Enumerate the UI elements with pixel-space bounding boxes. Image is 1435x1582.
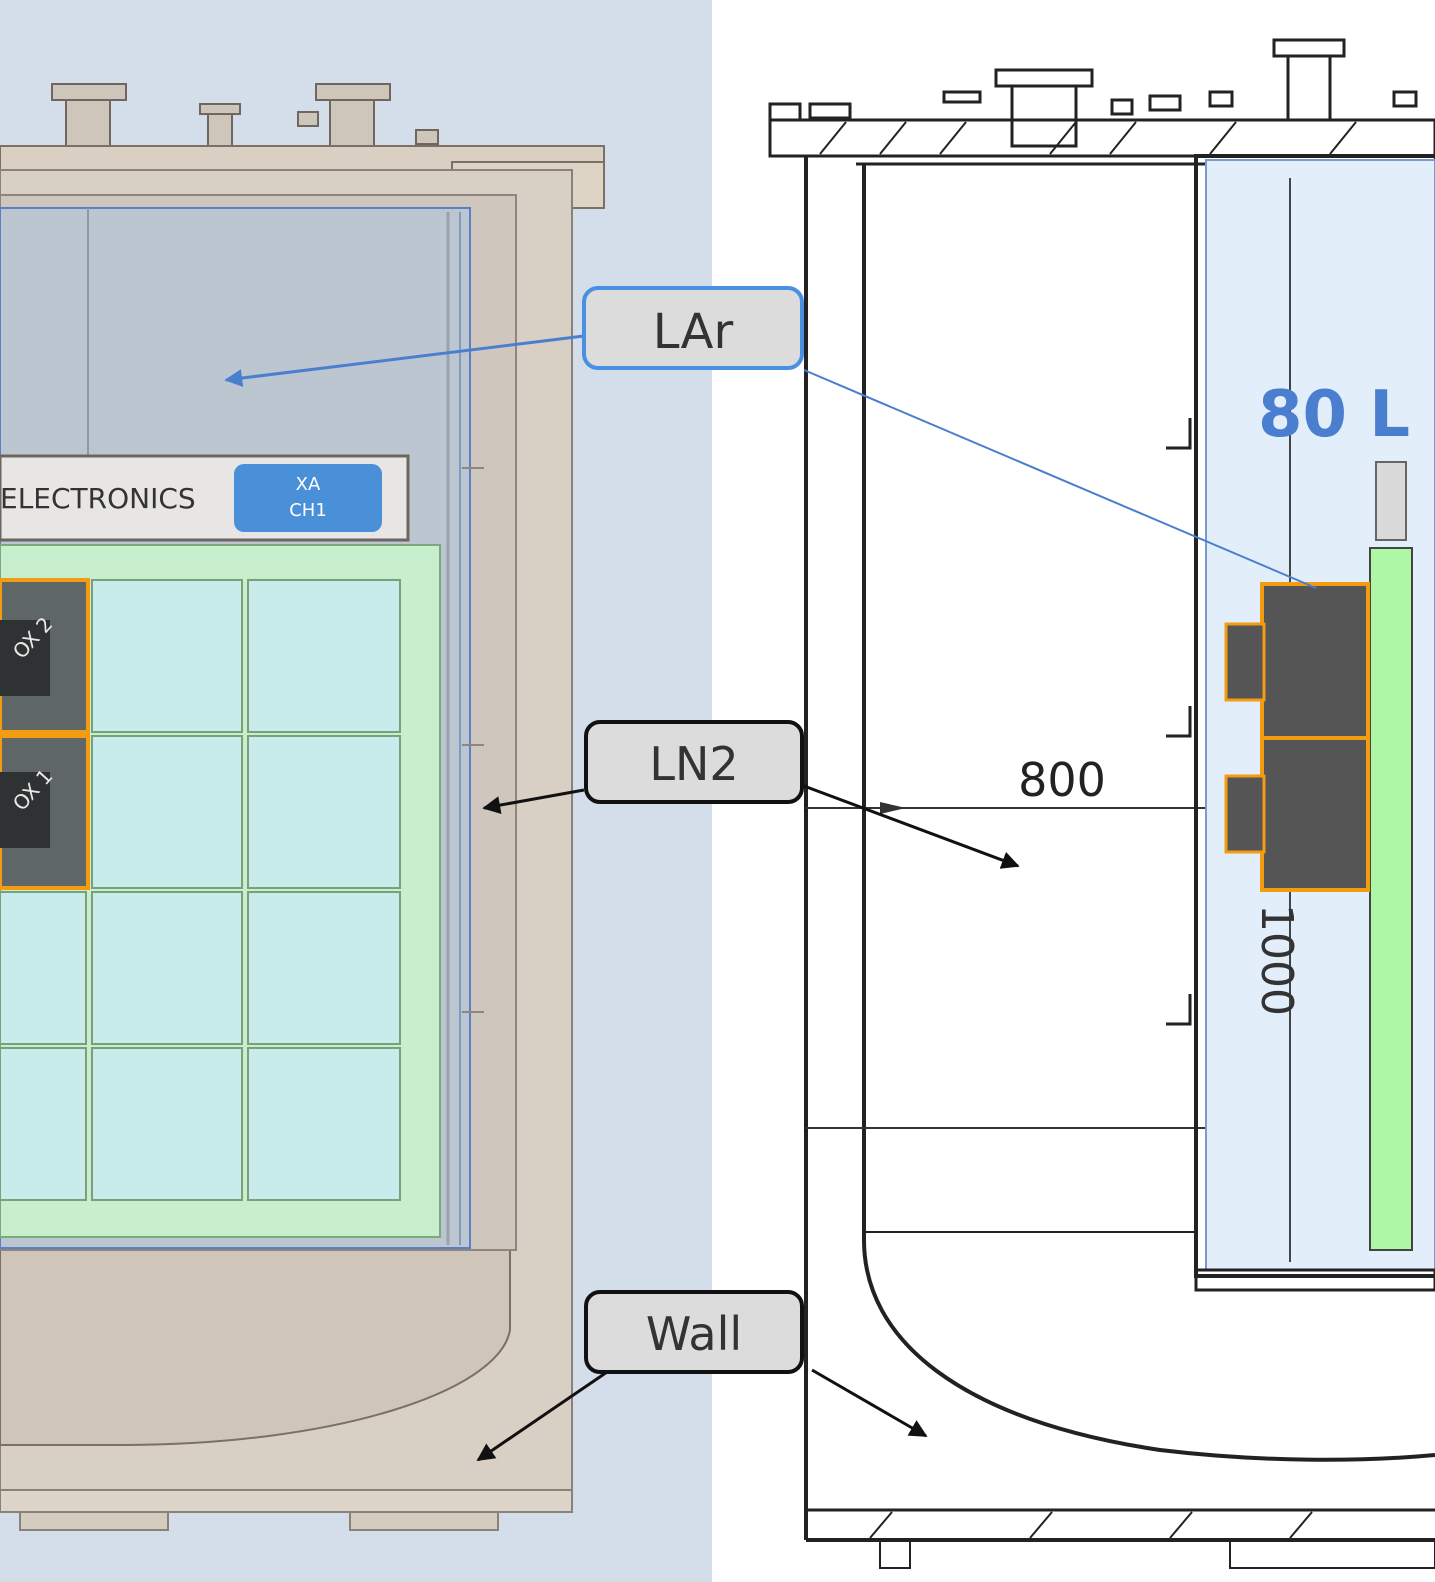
hatch-bottom (869, 1511, 1313, 1539)
top-flanges (51, 83, 605, 159)
ln2-arrow-left (482, 788, 585, 814)
wall-arrow-left (476, 1368, 611, 1462)
lar-line-right (803, 369, 1317, 589)
callout-lar: LAr (582, 286, 804, 370)
volume-label: 80 L (1258, 378, 1410, 452)
ch1-label: CH1 (289, 500, 327, 521)
callout-wall-label: Wall (646, 1307, 742, 1361)
brackets (1166, 418, 1192, 1026)
callout-lar-label: LAr (653, 304, 734, 360)
foot-left (19, 1511, 169, 1531)
hatch-top (819, 121, 1357, 155)
right-module-lower (1260, 736, 1370, 892)
inner-vessel-wall (862, 164, 1435, 1462)
module-lower-inner (0, 772, 50, 848)
callout-ln2-label: LN2 (649, 737, 738, 791)
green-bar (1369, 547, 1413, 1251)
inner-vessel-bottom (0, 1244, 511, 1446)
ln2-arrow-right (803, 784, 1020, 869)
right-module-upper (1260, 582, 1370, 740)
left-panel: ELECTRONICS XA CH1 OX 2 OX 1 (0, 0, 712, 1582)
electronics-label: ELECTRONICS (0, 482, 196, 515)
side-ticks (462, 467, 484, 1013)
callout-wall: Wall (584, 1290, 804, 1374)
grey-block (1375, 461, 1407, 541)
height-dimension-label: 1000 (1251, 904, 1302, 1016)
right-panel: 800 1000 80 L (712, 0, 1435, 1582)
right-top-plate (768, 118, 1435, 158)
right-module-upper-tab (1224, 622, 1266, 702)
right-module-lower-tab (1224, 774, 1266, 854)
bottom-plate (0, 1489, 573, 1513)
inner-tank-outline (1194, 154, 1435, 1278)
wall-arrow-right (811, 1368, 928, 1438)
module-upper-inner (0, 620, 50, 696)
lar-arrow-left (224, 334, 585, 387)
xa-label: XA (296, 474, 321, 495)
callout-ln2: LN2 (584, 720, 804, 804)
callout-arrows (224, 334, 1317, 1462)
tile-grid (0, 579, 401, 1201)
foot-right (349, 1511, 499, 1531)
width-dimension-label: 800 (1018, 753, 1106, 807)
xa-badge (234, 464, 382, 532)
